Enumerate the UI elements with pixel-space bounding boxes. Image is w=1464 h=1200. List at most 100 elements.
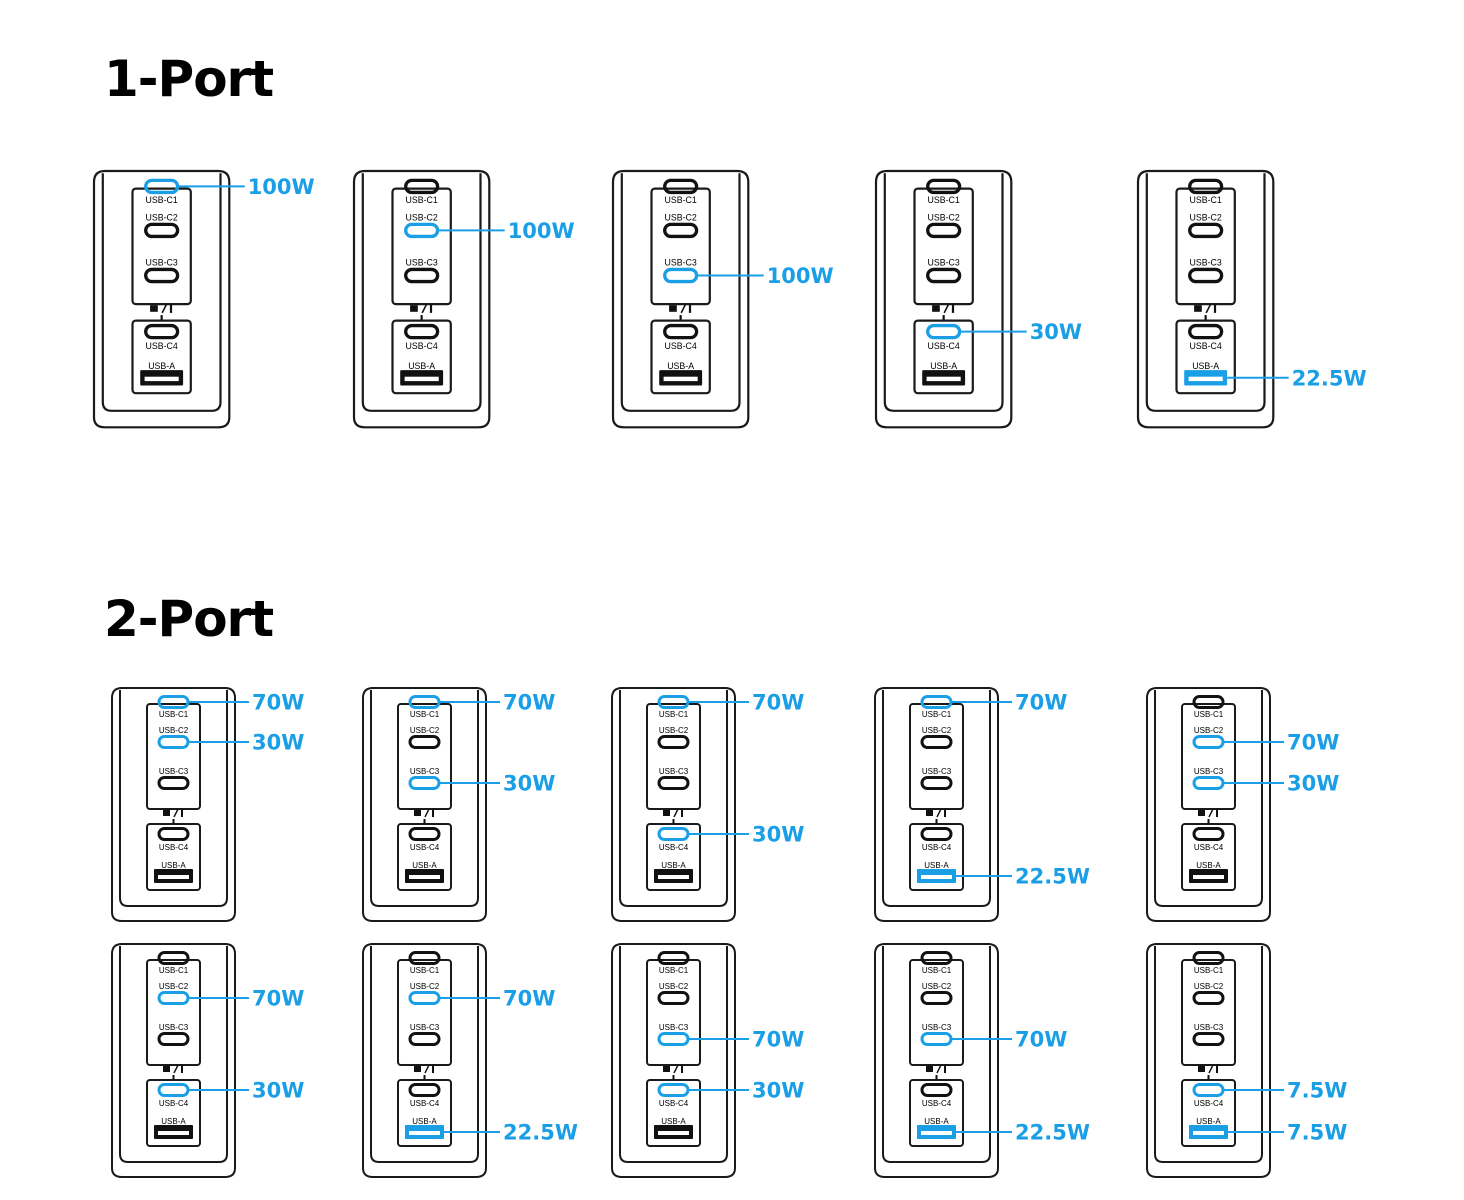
port-label-usb-c1: USB-C1 bbox=[1190, 195, 1222, 205]
port-label-usb-a: USB-A bbox=[1192, 361, 1219, 371]
port-label-usb-a: USB-A bbox=[661, 1117, 686, 1126]
charger-inner-plate bbox=[361, 173, 482, 412]
laptop-symbol-icon bbox=[669, 305, 677, 312]
watt-label-usb-c4: 30W bbox=[752, 1079, 804, 1103]
slash-icon bbox=[673, 1064, 679, 1074]
usb-a-tongue bbox=[926, 376, 961, 382]
upper-port-module bbox=[397, 703, 452, 810]
charger-body bbox=[92, 169, 231, 429]
port-label-usb-a: USB-A bbox=[1196, 861, 1221, 870]
usb-c-port-icon bbox=[657, 951, 690, 965]
charger-body bbox=[111, 687, 236, 922]
usb-a-tongue bbox=[144, 376, 179, 382]
usb-c-port-icon bbox=[1192, 991, 1225, 1005]
usb-c-port-icon bbox=[920, 991, 953, 1005]
port-label-usb-c4: USB-C4 bbox=[659, 843, 689, 852]
upper-port-module bbox=[909, 703, 964, 810]
usb-c-port-icon bbox=[920, 776, 953, 790]
usb-c-port-icon bbox=[920, 1083, 953, 1097]
charger-inner-plate bbox=[119, 690, 228, 907]
port-label-usb-c4: USB-C4 bbox=[922, 1099, 952, 1108]
upper-port-module bbox=[146, 959, 201, 1066]
usb-c-port-icon bbox=[144, 222, 180, 239]
usb-c-port-icon bbox=[157, 776, 190, 790]
port-label-usb-c4: USB-C4 bbox=[410, 843, 440, 852]
port-label-usb-c3: USB-C3 bbox=[159, 1023, 189, 1032]
laptop-symbol-icon bbox=[663, 1066, 670, 1072]
laptop-symbol-icon bbox=[1198, 810, 1205, 816]
watt-label-usb-c3: 70W bbox=[1015, 1028, 1067, 1052]
port-label-usb-c1: USB-C1 bbox=[659, 710, 689, 719]
port-label-usb-c1: USB-C1 bbox=[922, 966, 952, 975]
phone-symbol-icon bbox=[429, 304, 433, 313]
usb-a-tongue bbox=[1193, 1131, 1224, 1135]
port-label-usb-c3: USB-C3 bbox=[922, 767, 952, 776]
upper-port-module bbox=[909, 959, 964, 1066]
laptop-symbol-icon bbox=[663, 810, 670, 816]
port-label-usb-a: USB-A bbox=[930, 361, 957, 371]
slash-icon bbox=[161, 303, 168, 314]
port-label-usb-c3: USB-C3 bbox=[1194, 767, 1224, 776]
usb-c-port-icon bbox=[1188, 222, 1224, 239]
port-label-usb-c4: USB-C4 bbox=[928, 341, 960, 351]
usb-a-tongue bbox=[663, 376, 698, 382]
charger-inner-plate bbox=[101, 173, 222, 412]
port-label-usb-c2: USB-C2 bbox=[146, 213, 178, 223]
connector-tick bbox=[160, 315, 163, 321]
usb-c-port-icon bbox=[408, 1032, 441, 1046]
usb-c-port-icon bbox=[663, 222, 699, 239]
usb-c-port-icon bbox=[408, 735, 441, 749]
laptop-symbol-icon bbox=[410, 305, 418, 312]
port-label-usb-c1: USB-C1 bbox=[665, 195, 697, 205]
port-label-usb-a: USB-A bbox=[412, 861, 437, 870]
port-label-usb-a: USB-A bbox=[924, 861, 949, 870]
port-label-usb-c3: USB-C3 bbox=[410, 1023, 440, 1032]
usb-a-tongue bbox=[409, 1131, 440, 1135]
usb-a-tongue bbox=[921, 1131, 952, 1135]
usb-c-port-icon bbox=[157, 1032, 190, 1046]
watt-label-usb-c4: 30W bbox=[1030, 320, 1082, 344]
port-label-usb-c1: USB-C1 bbox=[659, 966, 689, 975]
watt-label-usb-c2: 70W bbox=[252, 987, 304, 1011]
usb-c-port-icon bbox=[920, 827, 953, 841]
upper-port-module bbox=[913, 187, 974, 306]
port-label-usb-c4: USB-C4 bbox=[159, 843, 189, 852]
slash-icon bbox=[680, 303, 687, 314]
port-label-usb-c1: USB-C1 bbox=[928, 195, 960, 205]
phone-symbol-icon bbox=[169, 304, 173, 313]
phone-symbol-icon bbox=[681, 1065, 683, 1073]
charger-inner-plate bbox=[370, 690, 479, 907]
port-label-usb-c2: USB-C2 bbox=[1194, 726, 1224, 735]
charger-body bbox=[874, 687, 999, 922]
slash-icon bbox=[1208, 1064, 1214, 1074]
port-label-usb-c2: USB-C2 bbox=[1194, 982, 1224, 991]
usb-c-port-icon bbox=[926, 178, 962, 195]
charger-inner-plate bbox=[883, 173, 1004, 412]
laptop-symbol-icon bbox=[163, 1066, 170, 1072]
port-label-usb-c4: USB-C4 bbox=[1194, 843, 1224, 852]
phone-symbol-icon bbox=[681, 809, 683, 817]
usb-c-port-icon bbox=[1192, 951, 1225, 965]
port-label-usb-c3: USB-C3 bbox=[928, 258, 960, 268]
upper-port-module bbox=[646, 959, 701, 1066]
slash-icon bbox=[424, 1064, 430, 1074]
usb-c-port-icon bbox=[657, 776, 690, 790]
charger-body bbox=[611, 687, 736, 922]
usb-c-port-icon bbox=[144, 323, 180, 340]
port-label-usb-a: USB-A bbox=[161, 1117, 186, 1126]
port-label-usb-c1: USB-C1 bbox=[1194, 710, 1224, 719]
port-label-usb-a: USB-A bbox=[148, 361, 175, 371]
charger-inner-plate bbox=[370, 946, 479, 1163]
slash-icon bbox=[424, 808, 430, 818]
laptop-symbol-icon bbox=[1198, 1066, 1205, 1072]
usb-a-tongue bbox=[658, 1131, 689, 1135]
usb-c-port-icon bbox=[408, 1083, 441, 1097]
usb-a-tongue bbox=[158, 1131, 189, 1135]
port-label-usb-c4: USB-C4 bbox=[146, 341, 178, 351]
